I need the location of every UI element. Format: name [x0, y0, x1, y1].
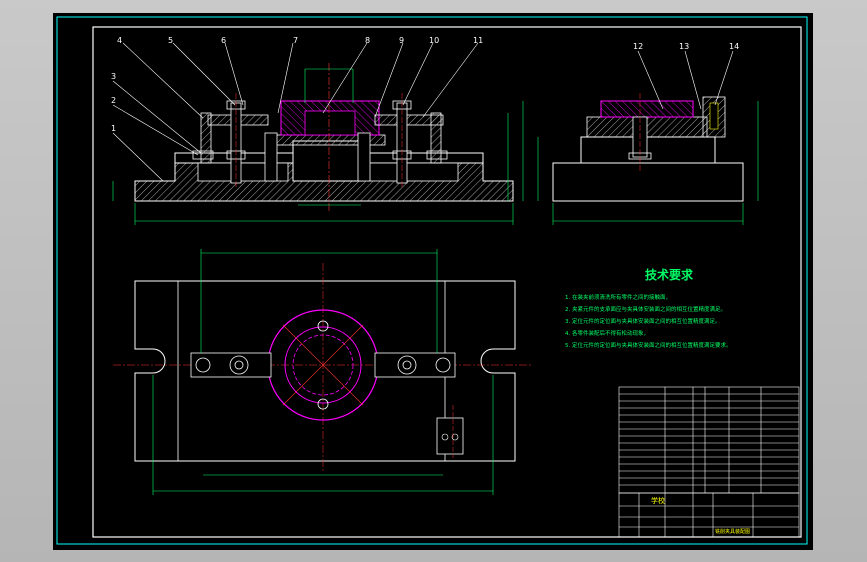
title-block-name: 学校: [651, 496, 665, 505]
balloon-6: 6: [221, 36, 226, 45]
balloon-12: 12: [633, 42, 643, 51]
balloon-4: 4: [117, 36, 122, 45]
front-view: [112, 42, 524, 225]
tech-title: 技术要求: [645, 267, 694, 282]
drawing-sheet[interactable]: 4 5 6 7 8 9 10 11 3 2 1: [53, 13, 813, 550]
side-view: [537, 50, 759, 225]
inner-frame: [92, 26, 802, 538]
parts-list: [618, 386, 800, 494]
tech-item-3: 3. 定位元件的定位面与夹具体安装面之间的相互位置精度满足。: [565, 317, 721, 325]
balloon-3: 3: [111, 72, 116, 81]
tech-item-1: 1. 在装夹前须清洗所有零件之间的接触面，: [565, 293, 671, 301]
outer-border: [56, 16, 808, 545]
tech-item-2: 2. 夹紧元件的支承面应与夹具体安装面之间的相互位置精度满足。: [565, 305, 726, 313]
assembly-drawing: 4 5 6 7 8 9 10 11 3 2 1: [56, 16, 808, 545]
title-block: [618, 492, 800, 538]
balloon-13: 13: [679, 42, 689, 51]
balloon-11: 11: [473, 36, 483, 45]
tech-item-4: 4. 各零件装配后不得有松动现象，: [565, 329, 649, 337]
right-clamp-plate: [374, 114, 444, 126]
parts-list-rows: [619, 393, 799, 486]
balloon-2: 2: [111, 96, 116, 105]
balloon-8: 8: [365, 36, 370, 45]
balloon-1: 1: [111, 124, 116, 133]
title-block-drawing-name: 铣削夹具装配图: [715, 528, 750, 535]
tech-item-5: 5. 定位元件的定位面与夹具体安装面之间的相互位置精度满足要求。: [565, 341, 732, 349]
balloon-14: 14: [729, 42, 739, 51]
technical-requirements: 技术要求 1. 在装夹前须清洗所有零件之间的接触面， 2. 夹紧元件的支承面应与…: [565, 267, 732, 349]
balloon-9: 9: [399, 36, 404, 45]
balloon-10: 10: [429, 36, 439, 45]
balloon-7: 7: [293, 36, 298, 45]
top-view: [113, 249, 533, 495]
balloon-5: 5: [168, 36, 173, 45]
